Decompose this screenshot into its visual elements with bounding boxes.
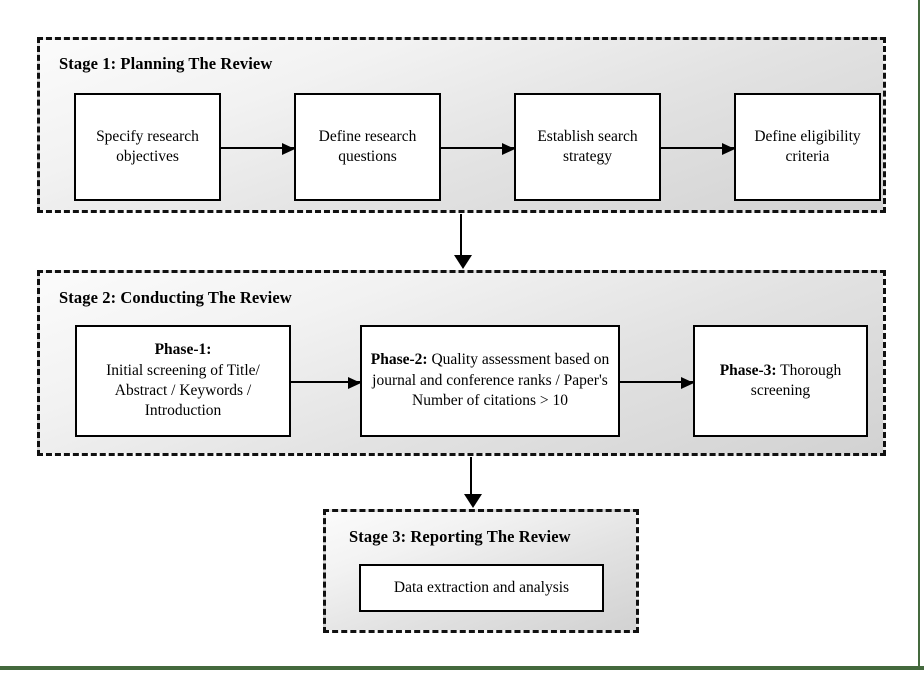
box-label: Data extraction and analysis (393, 578, 570, 596)
box-data-extraction-and-analysis: Data extraction and analysis (359, 564, 604, 612)
stage-2-container: Stage 2: Conducting The Review Phase-1: … (37, 270, 886, 456)
arrow-phase2-to-phase3 (620, 376, 694, 389)
box-phase-2: Phase-2: Quality assessment based on jou… (360, 325, 620, 437)
arrow-search-to-eligibility (661, 142, 735, 155)
phase-3-label: Phase-3: (719, 361, 777, 379)
box-label: Phase-1: Initial screening of Title/ Abs… (83, 340, 283, 422)
page-rule-bottom (0, 666, 924, 670)
box-label: Phase-2: Quality assessment based on jou… (368, 350, 612, 411)
box-define-eligibility-criteria: Define eligibility criteria (734, 93, 881, 201)
phase-1-label: Phase-1: (154, 341, 212, 359)
phase-2-text: Quality assessment based on journal and … (372, 351, 610, 410)
box-phase-1: Phase-1: Initial screening of Title/ Abs… (75, 325, 291, 437)
box-establish-search-strategy: Establish search strategy (514, 93, 661, 201)
box-label: Establish search strategy (537, 127, 638, 165)
arrow-objectives-to-questions (221, 142, 295, 155)
stage-1-title: Stage 1: Planning The Review (59, 54, 273, 73)
box-phase-3: Phase-3: Thorough screening (693, 325, 868, 437)
stage-3-title: Stage 3: Reporting The Review (349, 527, 571, 546)
box-label: Phase-3: Thorough screening (701, 361, 860, 402)
arrow-phase1-to-phase2 (291, 376, 361, 389)
phase-2-label: Phase-2: (370, 351, 428, 369)
stage-1-container: Stage 1: Planning The Review Specify res… (37, 37, 886, 213)
phase-1-text: Initial screening of Title/ Abstract / K… (106, 361, 260, 420)
box-define-research-questions: Define research questions (294, 93, 441, 201)
box-label: Specify research objectives (96, 127, 199, 165)
box-label: Define eligibility criteria (754, 127, 861, 165)
page-rule-right (918, 0, 920, 668)
box-label: Define research questions (318, 127, 417, 165)
connector-stage1-to-stage2 (453, 214, 472, 269)
box-specify-research-objectives: Specify research objectives (74, 93, 221, 201)
stage-2-title: Stage 2: Conducting The Review (59, 288, 292, 307)
stage-3-container: Stage 3: Reporting The Review Data extra… (323, 509, 639, 633)
arrow-questions-to-search (441, 142, 515, 155)
connector-stage2-to-stage3 (463, 457, 482, 508)
phase-3-text: Thorough screening (750, 361, 842, 399)
